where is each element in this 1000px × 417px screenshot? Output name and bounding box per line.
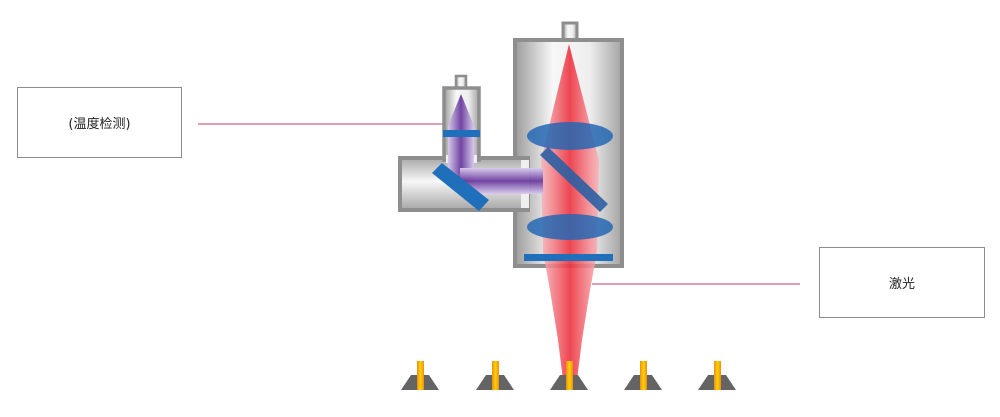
laser-label: 激光: [888, 277, 915, 292]
temperature-detection-label-box: (温度检测): [17, 87, 182, 158]
laser-label-box: 激光: [819, 247, 985, 318]
upper-lens-icon: [527, 122, 613, 150]
target-5-icon: [698, 361, 736, 390]
beam-splitter-icon: [540, 147, 608, 212]
target-2-icon: [476, 361, 514, 390]
temperature-detection-label: (温度检测): [68, 117, 131, 132]
target-3-icon: [550, 361, 588, 390]
lower-lens-icon: [527, 214, 613, 240]
output-window-icon: [524, 254, 613, 261]
target-4-icon: [624, 361, 662, 390]
target-1-icon: [401, 361, 439, 390]
detector-filter-icon: [443, 130, 480, 137]
fold-mirror-icon: [432, 163, 489, 211]
